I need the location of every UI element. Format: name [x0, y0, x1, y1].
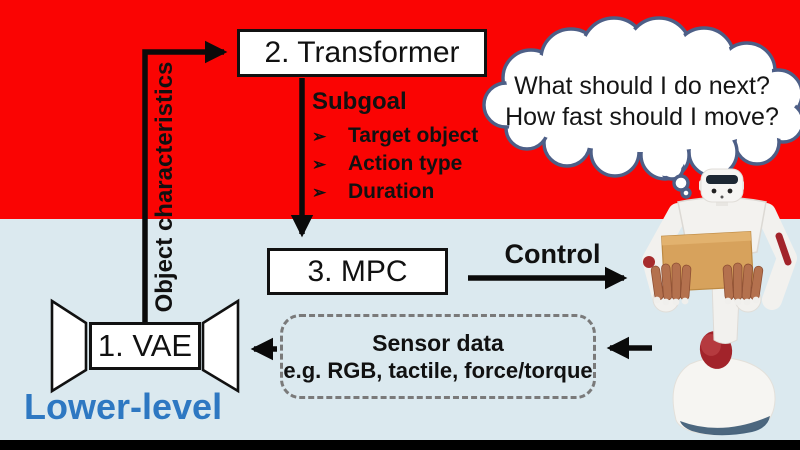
bottom-letterbox-bar [0, 440, 800, 450]
vae-box: 1. VAE [89, 322, 201, 370]
bullet-arrow-icon: ➢ [312, 155, 327, 174]
subgoal-list: Subgoal ➢ Target object ➢ Action type ➢ … [312, 88, 478, 206]
thought-line-1: What should I do next? [514, 72, 770, 100]
object-characteristics-label: Object characteristics [151, 61, 178, 313]
mpc-label: 3. MPC [307, 254, 408, 288]
thought-line-2: How fast should I move? [505, 103, 779, 131]
bullet-arrow-icon: ➢ [312, 183, 327, 202]
subgoal-item-label: Duration [348, 180, 435, 203]
transformer-box: 2. Transformer [237, 29, 487, 77]
mpc-box: 3. MPC [267, 248, 448, 295]
subgoal-item-label: Action type [348, 152, 463, 175]
transformer-label: 2. Transformer [264, 36, 460, 69]
subgoal-item-label: Target object [348, 124, 479, 147]
list-item: ➢ Duration [312, 178, 478, 206]
vae-label: 1. VAE [97, 328, 193, 363]
control-label: Control [504, 239, 601, 269]
lower-level-label: Lower-level [24, 386, 223, 427]
list-item: ➢ Target object [312, 122, 478, 150]
bullet-arrow-icon: ➢ [312, 127, 327, 146]
subgoal-title: Subgoal [312, 88, 407, 115]
thought-bubble-text: What should I do next? How fast should I… [498, 71, 786, 133]
list-item: ➢ Action type [312, 150, 478, 178]
sensor-data-box: Sensor data e.g. RGB, tactile, force/tor… [280, 314, 596, 399]
sensor-data-title: Sensor data [372, 329, 504, 356]
sensor-data-subtitle: e.g. RGB, tactile, force/torque [283, 357, 593, 383]
